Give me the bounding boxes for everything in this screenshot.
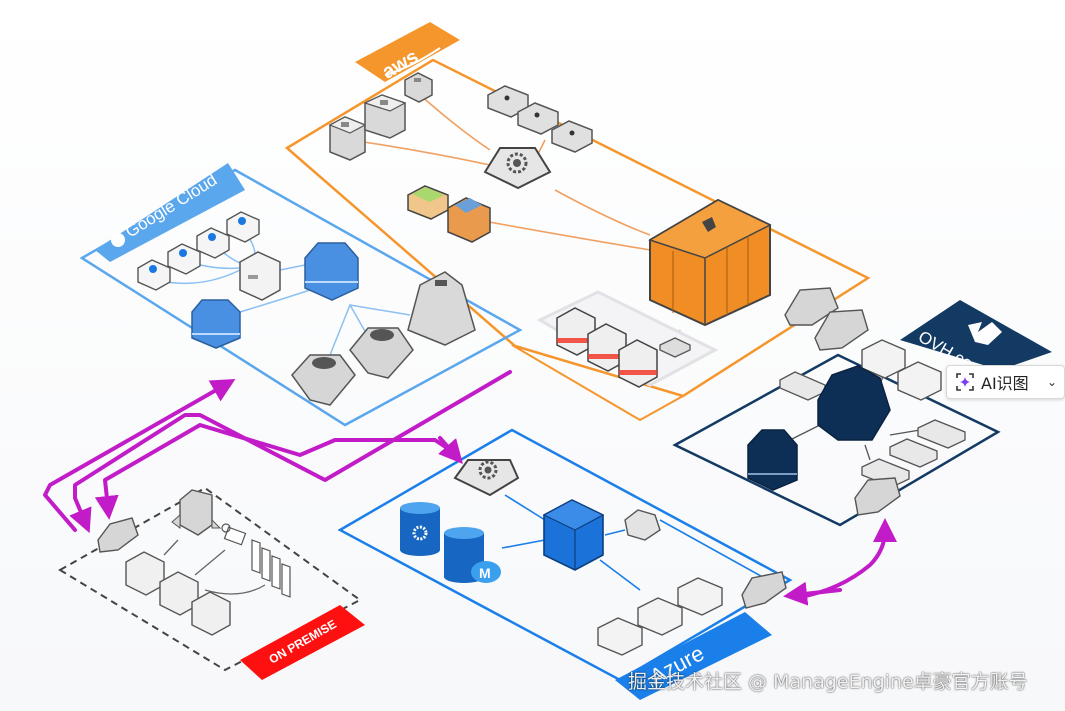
on-premise-zone: ON PREMISE <box>58 486 365 680</box>
gc-node-icon <box>137 259 171 291</box>
aws-boundary <box>284 58 871 398</box>
azure-network-icon <box>624 509 661 541</box>
azure-links <box>501 494 769 591</box>
chevron-down-icon[interactable]: ⌄ <box>1046 375 1058 389</box>
ovh-large-dome-icon <box>817 365 891 441</box>
archive-box-green-icon <box>407 185 449 220</box>
gc-hexagon-node-icon <box>291 354 356 406</box>
gc-database-icon <box>304 242 359 301</box>
azure-server-icon <box>637 597 683 636</box>
on-premise-server-icon <box>191 591 231 636</box>
azure-gear-icon <box>453 459 520 497</box>
archive-box-blue-icon <box>447 197 491 243</box>
datacenter-icon <box>648 198 772 327</box>
gc-node-icon <box>196 227 230 259</box>
ovh-logo-icon <box>968 322 1002 345</box>
server-tower-icon <box>328 116 367 161</box>
gc-database-icon <box>191 299 241 349</box>
arrow-azure-to-onprem <box>94 423 452 520</box>
gc-node-icon <box>167 243 201 275</box>
drive-icon <box>659 337 691 358</box>
gc-pyramid-icon <box>407 271 476 346</box>
azure-server-icon <box>597 617 643 656</box>
ovh-server-icon <box>897 361 942 401</box>
ovh-drive-icon <box>861 458 910 488</box>
server-tower-icon <box>363 94 407 139</box>
gc-node-icon <box>226 211 260 243</box>
gc-compute-icon <box>239 251 281 301</box>
azure-mysql-icon: M <box>444 527 501 583</box>
aws-zone: aws <box>284 22 871 422</box>
gear-hub-icon <box>483 147 552 190</box>
azure-server-icon <box>677 577 723 616</box>
ovh-small-dome-icon <box>747 429 798 491</box>
azure-vm-cube-icon <box>542 499 605 571</box>
ovh-gateway-icon <box>814 309 869 351</box>
ovh-drive-icon <box>889 438 938 468</box>
red-stripe-server-icon <box>618 339 658 388</box>
sparkle-scan-icon <box>955 372 975 392</box>
document-stack-icon <box>251 539 291 598</box>
ovh-gateway-icon <box>784 287 839 326</box>
storage-cube-icon <box>551 120 593 153</box>
on-premise-links <box>163 539 266 595</box>
storage-cube-icon <box>517 102 559 135</box>
cloud-icon <box>111 233 125 247</box>
arrow-onprem-to-google <box>43 379 236 532</box>
azure-sql-gear-icon <box>400 502 440 556</box>
arrow-onprem-to-azure <box>438 436 463 464</box>
on-premise-tower-icon <box>171 489 222 536</box>
gc-hexagon-node-icon <box>349 327 414 379</box>
ai-button-label: AI识图 <box>981 374 1029 393</box>
ovh-gateway-icon <box>854 477 901 516</box>
connection-arrows <box>43 370 897 606</box>
ovh-drive-icon <box>917 419 966 449</box>
mail-icon <box>221 523 247 546</box>
on-premise-boundary <box>58 486 362 672</box>
ai-image-recognition-button[interactable]: AI识图 ⌄ <box>946 365 1065 399</box>
aws-smile-icon <box>384 47 441 76</box>
arrow-ovh-azure-return <box>783 581 842 606</box>
watermark-text: 掘金技术社区 @ ManageEngine卓豪官方账号 <box>628 671 1028 693</box>
server-small-icon <box>404 72 433 103</box>
on-premise-gateway-icon <box>97 517 139 553</box>
arrow-aws-to-onprem <box>69 370 512 534</box>
on-premise-server-icon <box>125 551 165 596</box>
google-cloud-zone: Google Cloud <box>79 163 523 427</box>
svg-text:M: M <box>479 565 491 581</box>
